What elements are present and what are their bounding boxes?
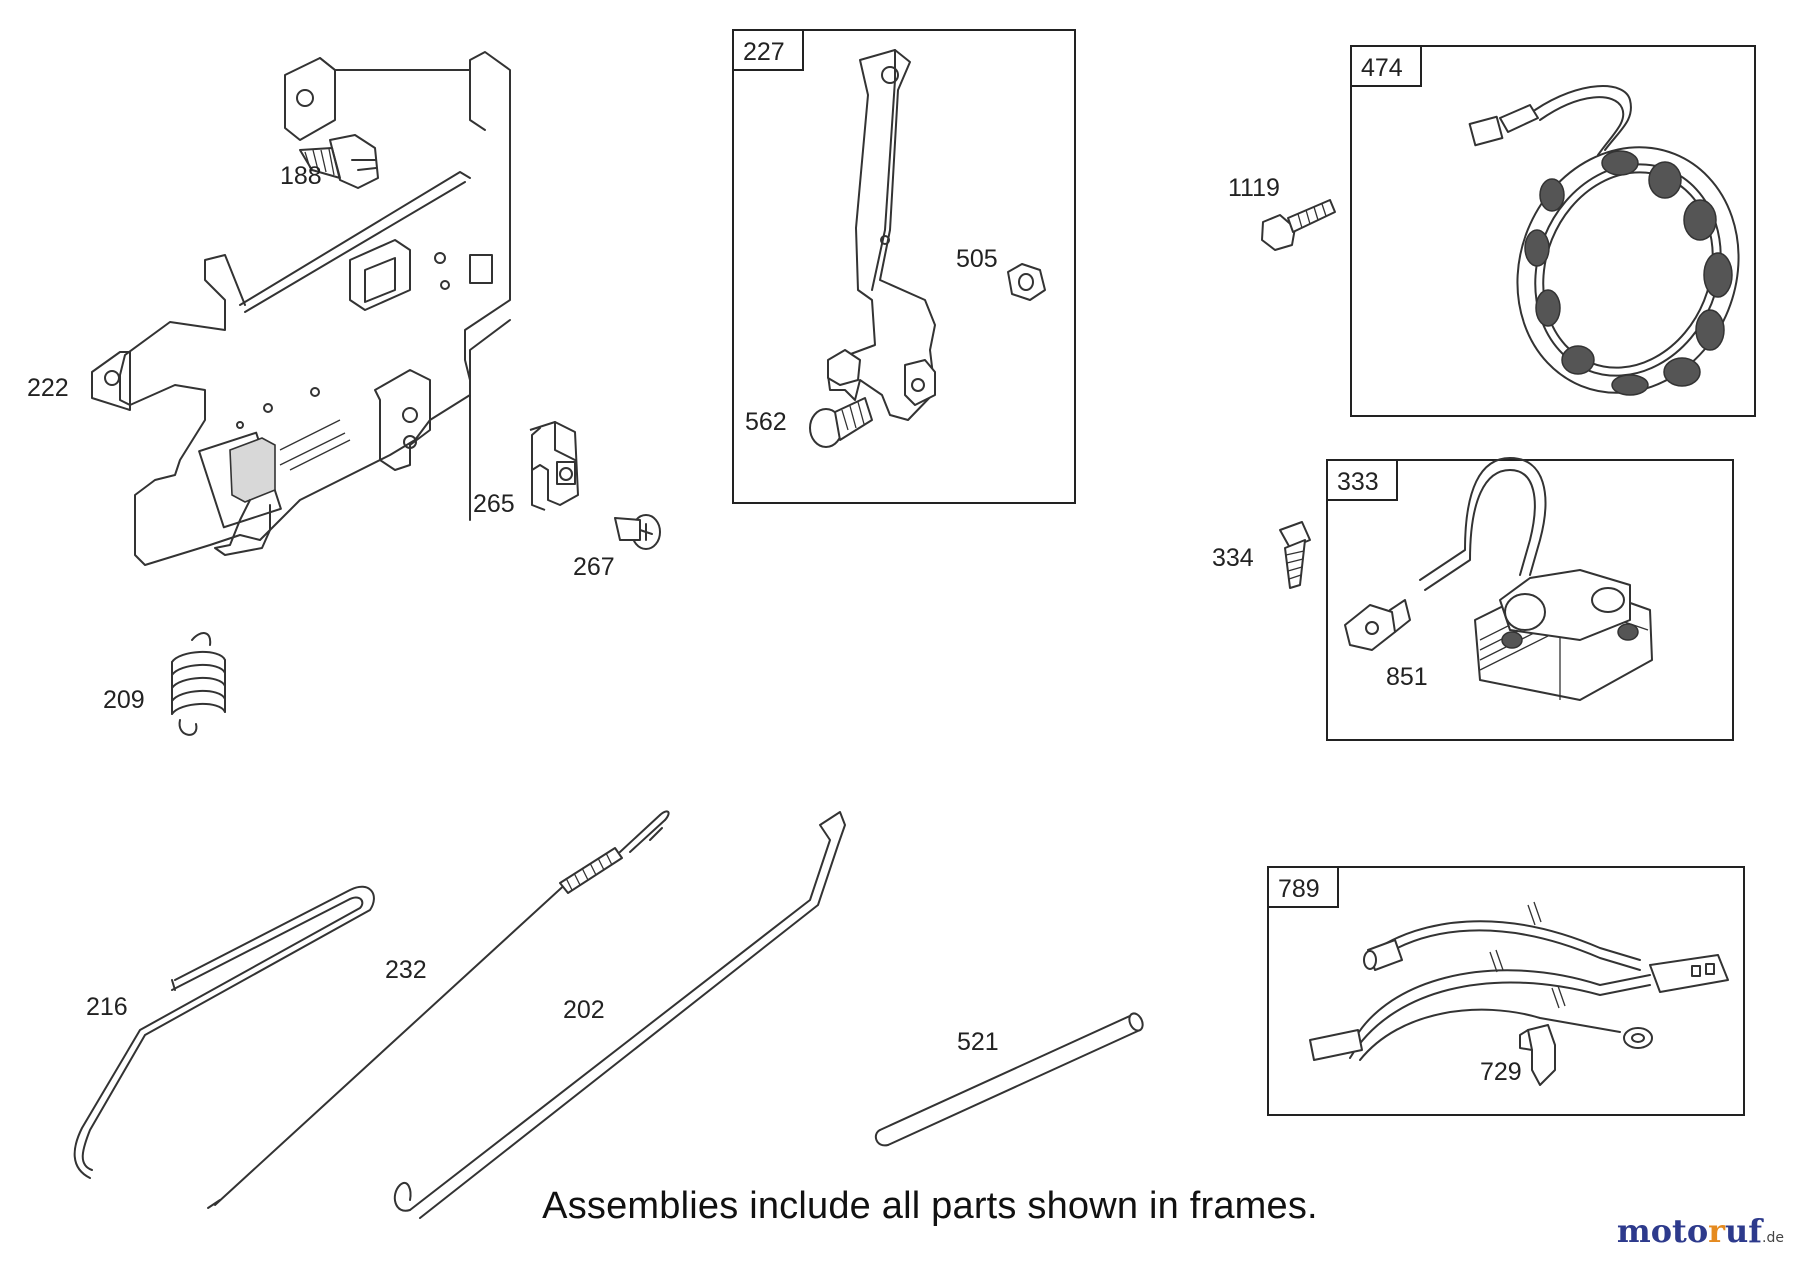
callout-265: 265 xyxy=(473,490,515,518)
callout-1119: 1119 xyxy=(1228,174,1280,202)
callout-334: 334 xyxy=(1212,544,1254,572)
logo-text-2: r xyxy=(1708,1212,1726,1250)
frame-label-227: 227 xyxy=(743,38,785,66)
spring-209-part xyxy=(171,632,226,736)
tube-521-part xyxy=(874,1012,1144,1147)
callout-521: 521 xyxy=(957,1028,999,1056)
rod-216-part xyxy=(73,885,375,1179)
callout-202: 202 xyxy=(563,996,605,1024)
control-bracket-part xyxy=(91,51,511,566)
callout-851: 851 xyxy=(1386,663,1428,691)
screw-562-part xyxy=(809,397,873,448)
screw-267-part xyxy=(614,514,661,550)
callout-188: 188 xyxy=(280,162,322,190)
assemblies-note: Assemblies include all parts shown in fr… xyxy=(0,1185,1800,1228)
screw-188-part xyxy=(299,134,379,189)
clip-265-part xyxy=(529,421,579,511)
screw-334-part xyxy=(1279,521,1311,589)
frame-333 xyxy=(1326,457,1734,741)
frame-227 xyxy=(732,29,1076,504)
nut-505-part xyxy=(1007,263,1046,301)
frame-label-789: 789 xyxy=(1278,875,1320,903)
callout-216: 216 xyxy=(86,993,128,1021)
callout-562: 562 xyxy=(745,408,787,436)
logo-text-3: uf xyxy=(1725,1212,1763,1250)
logo-text-1: moto xyxy=(1616,1212,1709,1250)
callout-267: 267 xyxy=(573,553,615,581)
callout-729: 729 xyxy=(1480,1058,1522,1086)
rod-202-part xyxy=(393,811,846,1219)
site-logo[interactable]: motoruf.de xyxy=(1617,1212,1784,1250)
logo-suffix: .de xyxy=(1762,1230,1784,1246)
frame-474 xyxy=(1350,45,1756,417)
callout-209: 209 xyxy=(103,686,145,714)
assemblies-note-text: Assemblies include all parts shown in fr… xyxy=(542,1185,1318,1227)
bolt-1119-part xyxy=(1261,199,1336,251)
callout-232: 232 xyxy=(385,956,427,984)
callout-505: 505 xyxy=(956,245,998,273)
frame-789 xyxy=(1267,866,1745,1116)
callout-222: 222 xyxy=(27,374,69,402)
cable-232-part xyxy=(207,810,670,1209)
frame-label-474: 474 xyxy=(1361,54,1403,82)
frame-label-333: 333 xyxy=(1337,468,1379,496)
